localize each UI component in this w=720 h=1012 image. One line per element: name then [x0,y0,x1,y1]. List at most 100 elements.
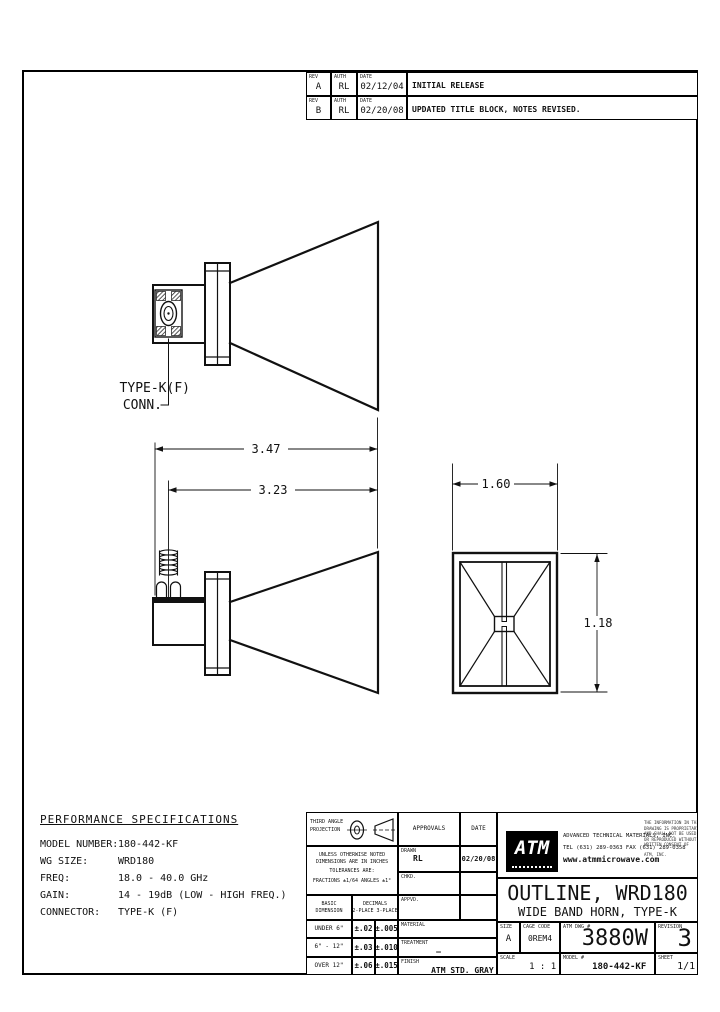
third-angle-projection-icon [347,818,396,842]
side-view [152,549,380,695]
basic-dimension-header-cell: BASIC DIMENSION [306,895,352,920]
cage-code-cell: CAGE CODE 0REM4 [520,922,560,953]
drawing-subtitle: WIDE BAND HORN, TYPE-K [518,905,677,919]
rev-description: INITIAL RELEASE [412,81,485,90]
finish-value: ATM STD. GRAY [431,966,494,975]
spec-label: WG SIZE: [40,856,89,867]
rev-value: B [315,105,322,116]
tol-range: OVER 12" [314,961,344,969]
tol-3place-cell: ±.005 [375,920,398,938]
proprietary-line: DRAWING IS PROPRIETARY [644,826,698,832]
tol-2place-cell: ±.03 [352,938,375,957]
proprietary-line: OR REPRODUCED WITHOUT [644,837,697,843]
chkd-label: CHKD. [401,874,417,880]
basic-header-line1: BASIC [321,901,337,907]
drawn-label: DRAWN [401,848,417,854]
atm-logo-text: ATM [514,837,550,859]
spec-value: 180-442-KF [118,839,179,850]
rev-header: REV [309,98,319,104]
projection-cell: THIRD ANGLE PROJECTION [306,812,398,846]
auth-header: AUTH [334,74,347,80]
drawn-cell: DRAWN RL [398,846,460,872]
treatment-label: TREATMENT [401,940,429,946]
spec-value: 14 - 19dB (LOW - HIGH FREQ.) [118,890,287,901]
finish-label: FINISH [401,959,420,965]
size-cell: SIZE A [497,922,520,953]
type-k-connector-top [154,289,183,338]
projection-label-line2: PROJECTION [310,827,341,833]
top-view [152,220,380,412]
proprietary-line: AND SHALL NOT BE USED [644,832,697,837]
date-value: 02/20/08 [360,105,404,116]
spec-value: TYPE-K (F) [118,907,179,918]
dwg-number-label: ATM DWG # [563,924,591,930]
connector-label-line1: TYPE-K(F) [119,381,190,396]
drawing-title-cell: OUTLINE, WRD180 WIDE BAND HORN, TYPE-K [497,878,698,922]
company-phone: TEL (631) 289-0363 FAX (631) 289-0358 [563,845,686,851]
dim-inner-length: 3.23 [251,483,295,497]
company-name: ADVANCED TECHNICAL MATERIALS, INC. [563,833,676,839]
material-label: MATERIAL [401,922,426,928]
date-cell: DATE 02/12/04 [357,72,407,96]
proprietary-line: ATM, INC. [644,852,667,858]
sheet-cell: SHEET 1/1 [655,953,698,975]
auth-header: AUTH [334,98,347,104]
material-cell: MATERIAL PER ORDER [398,920,497,938]
connector-callout: TYPE-K(F) CONN. [70,380,190,414]
chkd-cell: CHKD. [398,872,460,895]
spec-label: CONNECTOR: [40,907,101,918]
scale-value: 1 : 1 [529,962,557,972]
spec-label: GAIN: [40,890,71,901]
appvd-label: APPVD. [401,897,420,903]
sheet-value: 1/1 [677,961,696,972]
scale-label: SCALE [500,955,516,961]
dim-aperture-height: 1.18 [580,616,616,630]
projection-label-line1: THIRD ANGLE [310,819,344,825]
spec-label: FREQ: [40,873,71,884]
note-line: TOLERANCES ARE: [329,868,375,874]
dimension-lines [154,417,608,693]
revision-value: 3 [677,924,692,952]
size-label: SIZE [500,924,513,930]
tol-3place: ±.005 [375,924,398,933]
company-cell: ATM ADVANCED TECHNICAL MATERIALS, INC. T… [497,812,698,878]
spec-value: 18.0 - 40.0 GHz [118,873,209,884]
cage-code-value: 0REM4 [527,934,553,943]
rev-value: A [315,81,322,92]
rev-desc-cell: UPDATED TITLE BLOCK, NOTES REVISED. [407,96,698,120]
rev-desc-cell: INITIAL RELEASE [407,72,698,96]
proprietary-line: WRITTEN CONSENT OF [644,843,689,848]
tol-2place-cell: ±.06 [352,957,375,975]
proprietary-note: THE INFORMATION IN THIS DRAWING IS PROPR… [644,821,698,859]
auth-value: RL [338,105,350,116]
dim-overall-length: 3.47 [244,442,288,456]
company-web: www.atmmicrowave.com [563,855,660,864]
drawn-date-cell: 02/20/08 [460,846,497,872]
dwg-number-cell: ATM DWG # 3880W [560,922,655,953]
drawing-title: OUTLINE, WRD180 [507,881,688,905]
dwg-number-value: 3880W [581,926,648,951]
auth-value: RL [338,81,350,92]
revision-label: REVISION [658,924,683,930]
scale-cell: SCALE 1 : 1 [497,953,560,975]
tol-range: UNDER 6" [314,924,344,932]
tol-3place-cell: ±.015 [375,957,398,975]
tol-range-cell: 6" - 12" [306,938,352,957]
note-line: DIMENSIONS ARE IN INCHES [315,858,389,865]
decimals-header: DECIMALS [362,901,388,907]
appvd-cell: APPVD. [398,895,460,920]
tol-2place: ±.06 [354,961,373,970]
treatment-value: — [436,947,441,956]
type-k-connector-side [152,549,205,602]
decimals-sub-header: 2-PLACE 3-PLACE [352,907,398,914]
decimals-header-cell: DECIMALS 2-PLACE 3-PLACE [352,895,398,920]
connector-label-line2: CONN. [122,398,162,413]
drawn-date: 02/20/08 [461,855,496,863]
atm-logo-underline [512,866,552,868]
tol-2place: ±.03 [354,942,373,952]
size-value: A [505,934,512,944]
approvals-date-header-cell: DATE [460,812,497,846]
model-cell: MODEL # 180-442-KF [560,953,655,975]
spec-value: WRD180 [118,856,155,867]
